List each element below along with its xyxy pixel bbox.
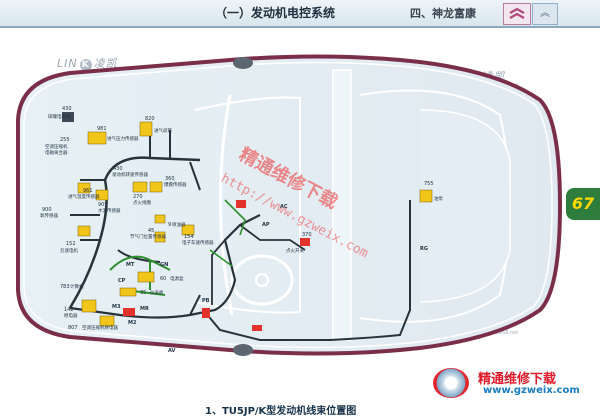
watermark-bottom: 精通维修下载 <box>478 372 557 387</box>
svg-text:AP: AP <box>262 222 270 228</box>
svg-text:进气压力传感器: 进气压力传感器 <box>107 135 139 142</box>
left-mirror <box>233 57 253 69</box>
citroen-logo-icon <box>503 3 531 25</box>
svg-text:发动机转速传感器: 发动机转速传感器 <box>112 171 148 178</box>
comp-360-ignition-switch <box>300 238 310 246</box>
svg-text:AV: AV <box>168 348 176 354</box>
svg-text:45: 45 <box>148 228 154 234</box>
svg-text:35: 35 <box>140 290 146 296</box>
svg-text:点火开关: 点火开关 <box>286 247 304 254</box>
comp-783-ecu <box>99 315 115 327</box>
svg-text:GN: GN <box>160 262 168 268</box>
svg-text:9: 9 <box>168 222 171 228</box>
svg-text:430: 430 <box>113 166 123 172</box>
comp-154-speed-sensor <box>181 224 195 236</box>
comp-909 <box>95 189 109 201</box>
svg-text:430: 430 <box>62 106 72 112</box>
svg-text:电磁离合器: 电磁离合器 <box>45 149 68 156</box>
svg-text:点火线圈: 点火线圈 <box>133 199 151 206</box>
comp-45-tps <box>154 231 166 243</box>
k-logo-icon: K <box>79 59 92 71</box>
cabin-harness <box>69 214 261 319</box>
steering-wheel <box>230 254 294 306</box>
svg-text:755: 755 <box>424 181 434 187</box>
svg-text:783: 783 <box>60 284 70 290</box>
svg-text:RG: RG <box>420 246 428 252</box>
comp-152-idle-motor <box>77 225 91 237</box>
svg-text:CP: CP <box>118 278 126 284</box>
svg-text:仪表板: 仪表板 <box>150 289 164 296</box>
comp-cabin-connector <box>252 325 262 331</box>
svg-text:60: 60 <box>160 276 166 282</box>
page-header: （一）发动机电控系统 四、神龙富康 ︽ <box>0 0 600 28</box>
svg-text:空调压缩机: 空调压缩机 <box>45 143 68 150</box>
header-section: 四、神龙富康 <box>410 7 476 20</box>
svg-text:142: 142 <box>64 307 74 313</box>
svg-text:电子车速传感器: 电子车速传感器 <box>182 239 214 246</box>
svg-text:节气门位置传感器: 节气门位置传感器 <box>130 233 166 240</box>
svg-text:继电器: 继电器 <box>64 312 78 319</box>
b-pillar <box>332 69 352 341</box>
comp-270-coil <box>132 181 148 193</box>
svg-text:820: 820 <box>145 116 155 122</box>
svg-text:电源盒: 电源盒 <box>170 275 184 282</box>
scroll-up-button[interactable]: ︽ <box>532 3 558 25</box>
svg-text:AC: AC <box>280 204 288 210</box>
brand-site: link168.net <box>490 330 519 336</box>
main-harness <box>68 156 201 309</box>
svg-text:MT: MT <box>126 262 135 268</box>
svg-text:M3: M3 <box>112 304 121 310</box>
svg-text:255: 255 <box>60 137 70 143</box>
svg-text:M2: M2 <box>128 320 137 326</box>
svg-text:油泵: 油泵 <box>434 195 443 202</box>
svg-text:PB: PB <box>202 298 210 304</box>
windshield <box>218 94 234 316</box>
header-title: （一）发动机电控系统 <box>215 6 336 20</box>
comp-961 <box>77 182 91 194</box>
right-mirror <box>233 344 253 356</box>
comp-820 <box>139 121 153 137</box>
comp-961b <box>154 214 166 224</box>
svg-text:961: 961 <box>83 188 93 194</box>
svg-text:喷油器: 喷油器 <box>172 221 186 228</box>
svg-text:360: 360 <box>165 176 175 182</box>
svg-text:爆震传感器: 爆震传感器 <box>164 181 187 188</box>
svg-text:900: 900 <box>42 207 52 213</box>
watermark-url: www.gzweix.com <box>483 385 580 396</box>
comp-755-fuel-pump <box>419 189 433 203</box>
svg-text:计算机: 计算机 <box>70 283 84 290</box>
svg-text:370: 370 <box>302 232 312 238</box>
comp-360 <box>149 181 163 193</box>
comp-430-canister-valve <box>62 112 74 122</box>
svg-text:981: 981 <box>97 126 107 132</box>
svg-text:怠速电机: 怠速电机 <box>60 247 78 254</box>
comp-981-map-sensor <box>87 131 107 145</box>
watermark-logo-icon <box>433 368 469 398</box>
svg-text:空调压缩机继电器: 空调压缩机继电器 <box>82 324 118 331</box>
svg-text:进气歧管: 进气歧管 <box>154 127 172 134</box>
svg-text:909: 909 <box>98 202 108 208</box>
comp-pb-connector <box>202 308 210 318</box>
svg-text:154: 154 <box>184 234 194 240</box>
svg-text:807: 807 <box>68 325 78 331</box>
page-number-badge: 67 <box>566 188 600 220</box>
svg-text:MR: MR <box>140 306 149 312</box>
svg-text:碳罐电磁阀: 碳罐电磁阀 <box>48 113 71 120</box>
svg-text:270: 270 <box>133 194 143 200</box>
comp-15-connector <box>236 200 246 208</box>
figure-caption: 1、TU5JP/K型发动机线束位置图 <box>205 406 357 417</box>
svg-text:水温传感器: 水温传感器 <box>98 207 121 214</box>
comp-35 <box>119 287 137 297</box>
comp-60-fuse-box <box>137 271 155 283</box>
svg-text:152: 152 <box>66 241 76 247</box>
comp-m2-connector <box>123 308 135 316</box>
svg-text:氧传感器: 氧传感器 <box>40 212 58 219</box>
comp-142-relay <box>81 299 97 313</box>
svg-text:进气温度传感器: 进气温度传感器 <box>68 193 100 200</box>
